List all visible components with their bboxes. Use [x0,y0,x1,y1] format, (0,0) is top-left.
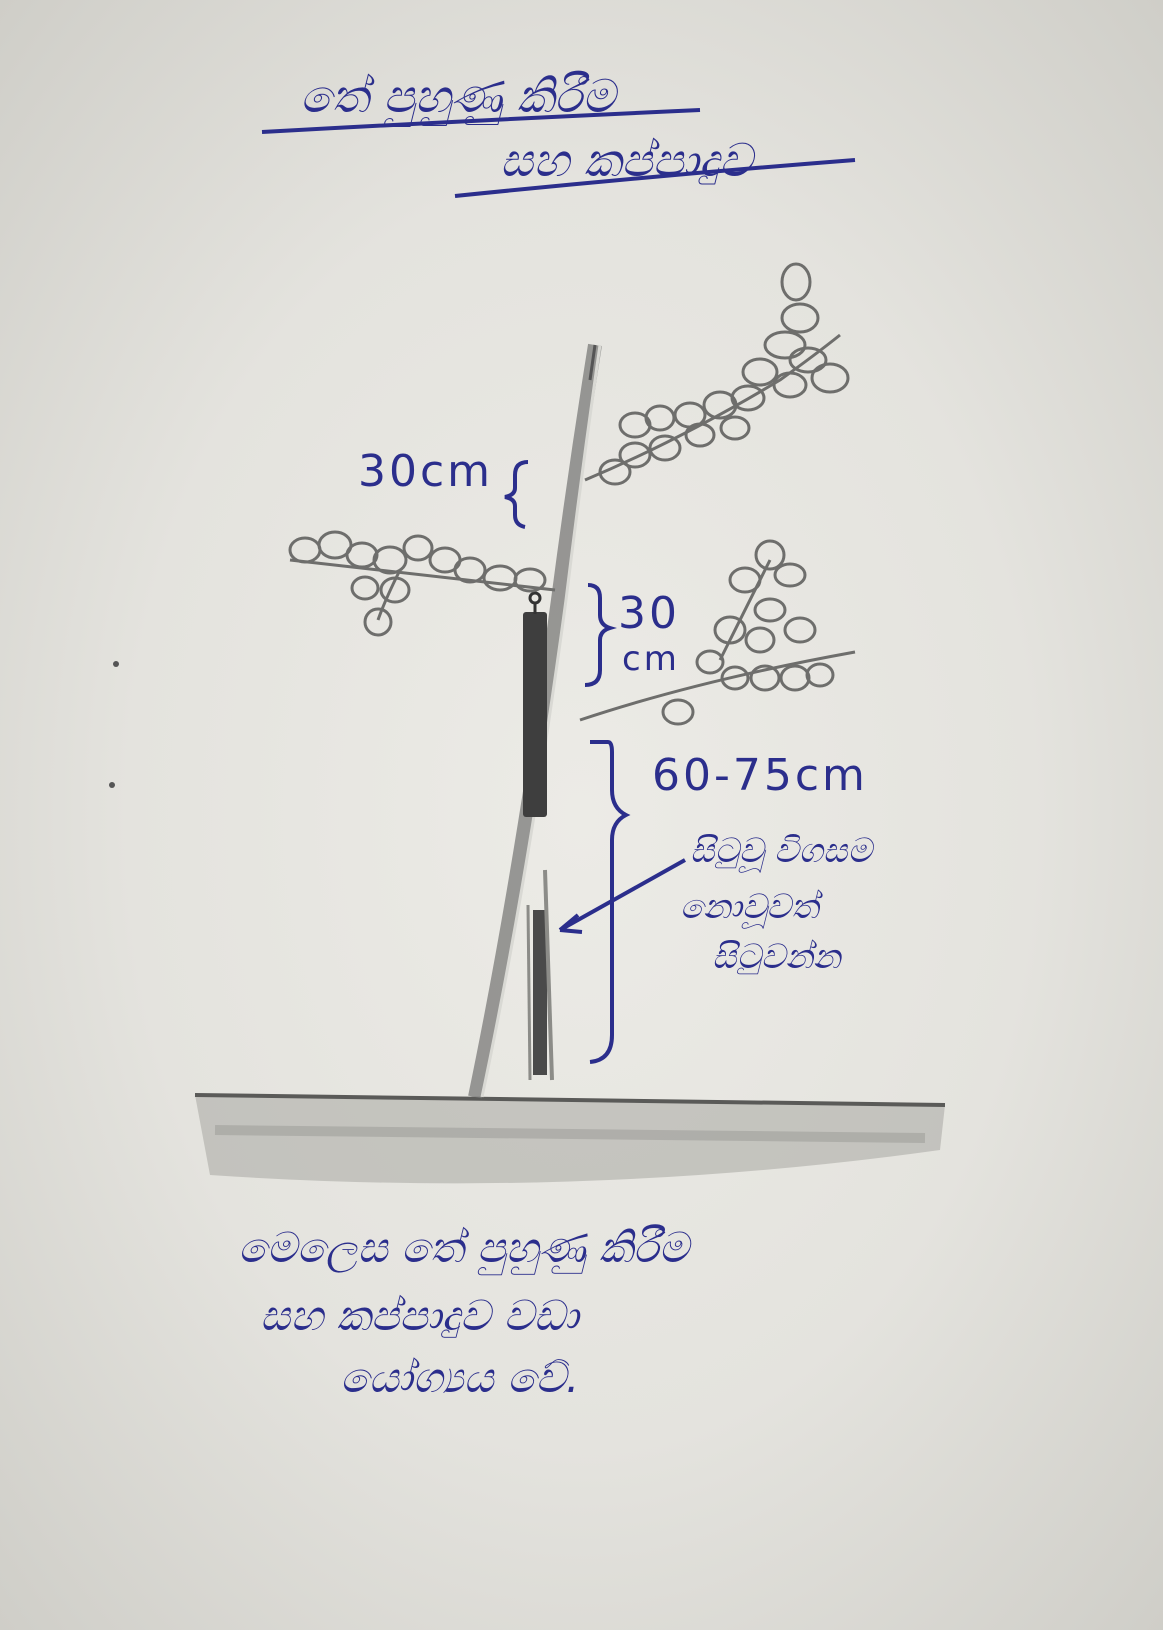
caption: මෙලෙස තේ පුහුණු කිරීම සහ කප්පාදුව වඩා යෝ… [238,1223,693,1402]
leaf-cluster-middle-right [579,539,856,726]
caption-line3: යෝග්‍යය වේ. [340,1353,579,1402]
note-line1: සිටුවූ විගසම [690,831,875,873]
note-arrow [558,858,686,934]
brace-middle-30cm [584,583,617,687]
label-upper-gap: 30cm [358,446,493,497]
brace-base-60-75cm [589,740,631,1064]
caption-line2: සහ කප්පාදුව වඩා [260,1291,581,1340]
pencil-dot [109,782,115,788]
label-base-height: 60-75cm [652,750,868,801]
caption-line1: මෙලෙස තේ පුහුණු කිරීම [238,1223,693,1276]
cut-stump-upper [523,591,547,817]
label-middle-gap-value: 30 [618,588,680,639]
note-line2: නොවූවත් [680,887,823,929]
pencil-dot [113,661,119,667]
stake-note: සිටුවූ විගසම නොවූවත් සිටුවන්න [680,831,875,977]
title-line1: තේ පුහුණු කිරීම [300,69,620,127]
title: තේ පුහුණු කිරීම සහ කප්පාදුව [261,69,856,198]
leaf-cluster-upper-right [584,262,850,486]
label-middle-gap-unit: cm [622,639,680,679]
main-stem [468,343,602,1099]
ground [194,1093,946,1184]
note-line3: සිටුවන්න [712,937,843,977]
brace-upper-30cm [504,460,529,529]
leaf-cluster-middle-left [288,530,556,637]
title-underline-1 [261,108,701,134]
support-stake [526,869,554,1081]
title-underline-2 [454,158,856,198]
